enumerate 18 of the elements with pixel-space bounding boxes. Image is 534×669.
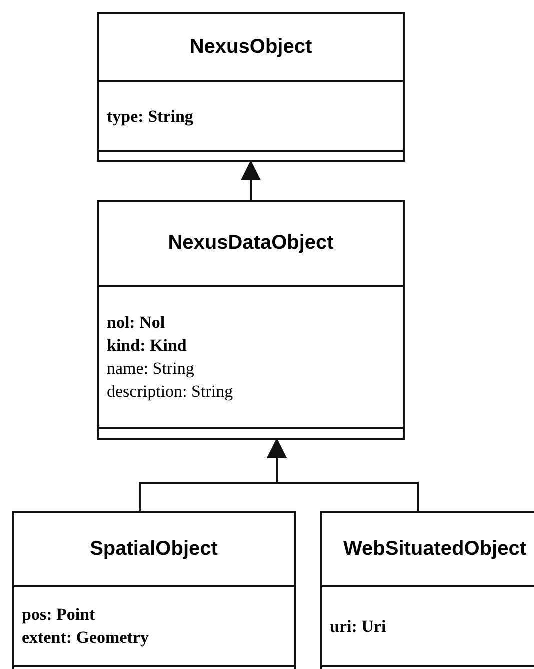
class-box: [12, 511, 296, 669]
attribute: extent: Geometry: [22, 627, 150, 649]
inheritance-arrow: [267, 438, 419, 511]
class-box: [320, 511, 534, 669]
inheritance-arrow: [241, 160, 261, 200]
attribute: uri: Uri: [330, 616, 388, 638]
class-name: NexusDataObject: [99, 202, 403, 287]
class-box: [97, 200, 405, 440]
attribute: description: String: [107, 381, 234, 403]
attribute: name: String: [107, 358, 196, 380]
class-name: SpatialObject: [14, 513, 294, 587]
class-name: WebSituatedObject: [322, 513, 534, 587]
class-name: NexusObject: [99, 14, 403, 82]
attribute: pos: Point: [22, 604, 96, 626]
attribute: type: String: [107, 106, 194, 128]
class-box: [97, 12, 405, 162]
attribute: kind: Kind: [107, 335, 188, 357]
attribute: nol: Nol: [107, 312, 166, 334]
